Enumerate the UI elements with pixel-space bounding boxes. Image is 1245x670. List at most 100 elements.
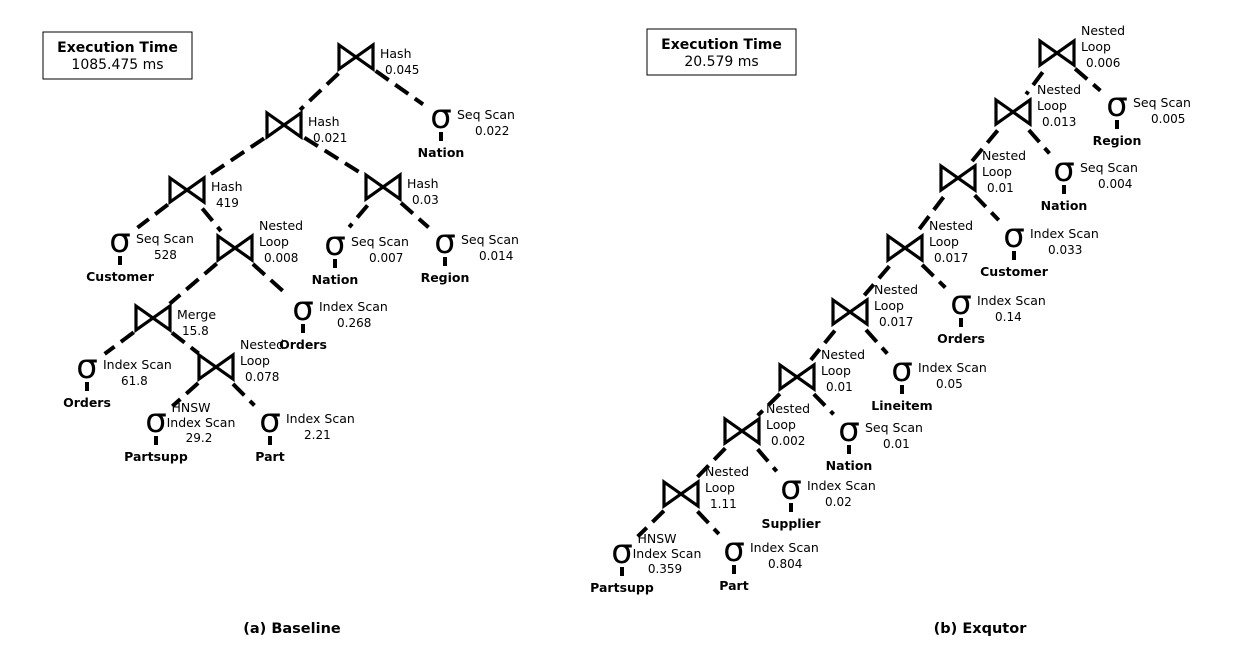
operator-label: Nested: [705, 464, 749, 479]
operator-label: Merge: [177, 307, 216, 322]
operator-label: Loop: [766, 417, 796, 432]
node-time: 0.268: [337, 316, 371, 330]
selection-sigma-icon: σ: [1053, 150, 1075, 190]
selection-sigma-icon: σ: [76, 347, 98, 387]
operator-label: Hash: [211, 179, 243, 194]
baseline-execution-time-value: 1085.475 ms: [71, 57, 163, 73]
node-time: 15.8: [182, 324, 209, 338]
baseline-edge-2: [204, 136, 266, 180]
operator-label: Index Scan: [750, 540, 819, 555]
selection-sigma-icon: σ: [292, 289, 314, 329]
node-time: 0.014: [479, 249, 513, 263]
table-name: Customer: [86, 269, 155, 284]
baseline-edge-7: [399, 201, 430, 229]
join-bowtie-icon: [337, 41, 375, 73]
node-time: 1.11: [710, 497, 737, 511]
operator-label: Nested: [821, 347, 865, 362]
selection-sigma-icon: σ: [324, 224, 346, 264]
operator-label: Loop: [705, 480, 735, 495]
exqutor-edges: [636, 67, 1102, 539]
join-bowtie-icon: [662, 478, 700, 510]
operator-label: Seq Scan: [461, 232, 519, 247]
operator-label: Seq Scan: [136, 231, 194, 246]
exqutor-edge-7: [920, 263, 947, 290]
exqutor-edge-12: [694, 446, 727, 480]
exqutor-edge-0: [1024, 71, 1045, 96]
node-time: 0.017: [879, 315, 913, 329]
operator-label: Hash: [380, 46, 412, 61]
selection-sigma-icon: σ: [259, 401, 281, 441]
operator-label: Loop: [929, 234, 959, 249]
baseline-edges: [103, 69, 430, 408]
join-bowtie-icon: [886, 232, 924, 264]
join-bowtie-icon: [994, 96, 1032, 128]
operator-label: Nested: [929, 218, 973, 233]
table-name: Partsupp: [590, 580, 654, 595]
operator-label: Nested: [982, 148, 1026, 163]
join-bowtie-icon: [1038, 37, 1076, 69]
node-time: 0.01: [987, 181, 1014, 195]
join-bowtie-icon: [265, 109, 303, 141]
node-time: 0.01: [883, 437, 910, 451]
selection-sigma-icon: σ: [950, 283, 972, 323]
operator-label: Index Scan: [918, 360, 987, 375]
table-name: Orders: [937, 331, 985, 346]
operator-label: Loop: [982, 164, 1012, 179]
selection-sigma-icon: σ: [109, 221, 131, 261]
operator-label: Loop: [240, 353, 270, 368]
node-time: 0.03: [412, 193, 439, 207]
join-bowtie-icon: [364, 171, 402, 203]
exqutor-edge-11: [812, 392, 836, 416]
exqutor-edge-13: [756, 447, 779, 473]
node-time: 0.006: [1086, 56, 1120, 70]
baseline-edge-10: [103, 330, 135, 356]
operator-label: Nested: [259, 218, 303, 233]
baseline-edge-12: [171, 381, 200, 408]
baseline-edge-8: [168, 262, 219, 306]
operator-label: Index Scan: [1030, 226, 1099, 241]
baseline-execution-time-label: Execution Time: [57, 40, 178, 56]
baseline-edge-3: [303, 136, 366, 178]
node-time: 0.004: [1098, 177, 1132, 191]
baseline-caption: (a) Baseline: [243, 621, 341, 637]
baseline-execution-time-box: [42, 31, 193, 80]
table-name: Part: [719, 578, 748, 593]
exqutor-edge-3: [1027, 128, 1051, 155]
join-bowtie-icon: [134, 302, 172, 334]
selection-sigma-icon: σ: [891, 350, 913, 390]
node-time: 0.05: [936, 377, 963, 391]
table-name: Nation: [418, 145, 465, 160]
exqutor-edge-14: [636, 509, 666, 539]
node-time: 528: [154, 248, 177, 262]
operator-label: Seq Scan: [865, 420, 923, 435]
operator-label: Hash: [308, 114, 340, 129]
node-time: 0.021: [313, 131, 347, 145]
exqutor-edge-10: [756, 392, 782, 418]
operator-label: Index Scan: [807, 478, 876, 493]
join-bowtie-icon: [216, 232, 254, 264]
table-name: Customer: [980, 264, 1049, 279]
exqutor-execution-time-label: Execution Time: [661, 37, 782, 53]
exqutor-edge-4: [916, 195, 946, 232]
node-time: 0.007: [369, 251, 403, 265]
operator-label: Seq Scan: [1080, 160, 1138, 175]
selection-sigma-icon: σ: [611, 532, 633, 572]
operator-label: Loop: [259, 234, 289, 249]
